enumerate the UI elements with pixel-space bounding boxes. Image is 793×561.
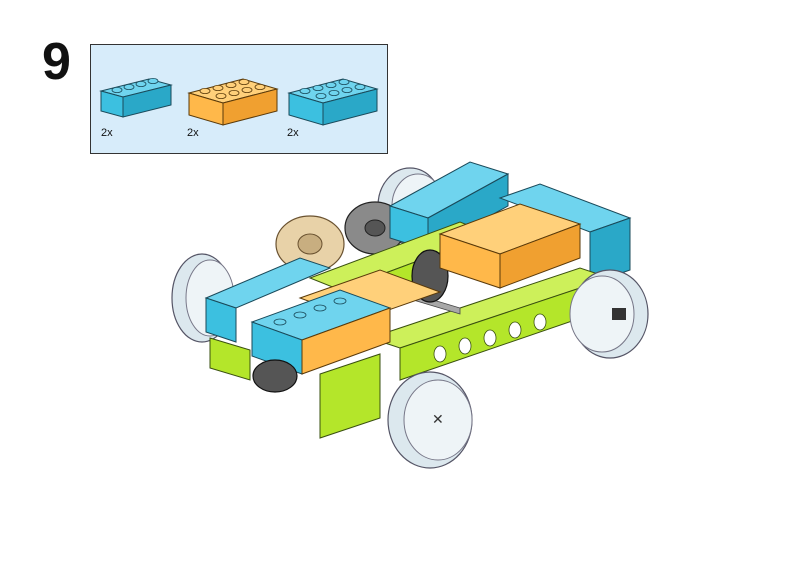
dark-gear-front	[252, 359, 298, 393]
left-blue-brick	[204, 257, 332, 343]
part-qty-3: 2x	[287, 127, 299, 139]
part-image-blue-2x4	[287, 78, 379, 126]
left-lime-block	[209, 337, 251, 381]
part-qty-2: 2x	[187, 127, 199, 139]
part-qty-1: 2x	[101, 127, 113, 139]
lime-beam-front	[368, 267, 612, 381]
svg-text:✕: ✕	[432, 412, 444, 428]
front-blue-brick	[250, 289, 392, 375]
wheel-front-left: ✕	[387, 371, 473, 469]
part-image-blue-1x4	[99, 77, 173, 118]
part-image-orange-2x4	[187, 78, 279, 126]
wheel-front-right	[569, 269, 649, 359]
step-number: 9	[42, 33, 71, 91]
parts-list: 2x 2x 2x	[90, 44, 388, 154]
front-lime-block	[319, 353, 381, 439]
model-illustration: ✕	[171, 161, 649, 469]
right-orange-brick	[438, 203, 582, 289]
right-blue-brick	[498, 183, 632, 285]
